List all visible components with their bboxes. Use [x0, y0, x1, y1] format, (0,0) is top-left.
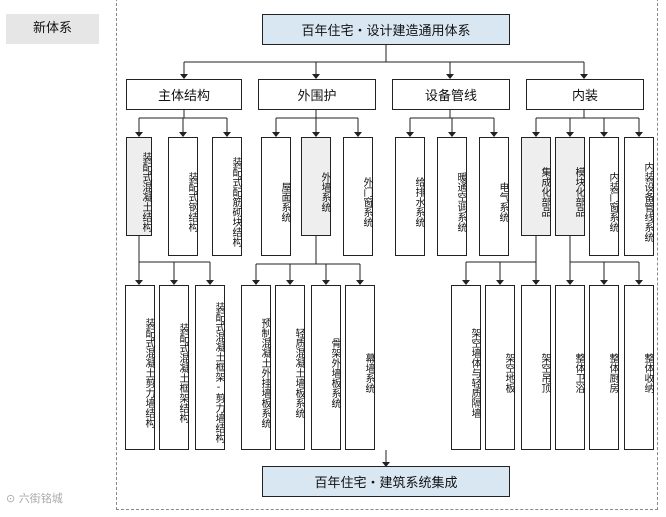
- node-interior-pipeline-system: 内装设备管线系统: [624, 137, 654, 256]
- node-exterior-wall-system: 外墙系统: [301, 137, 331, 236]
- node-prefab-masonry-structure: 装配式配筋砌块结构: [212, 137, 242, 256]
- watermark-logo: ⊙ 六街铭城: [6, 492, 63, 505]
- node-exterior-window-system: 外门窗系统: [343, 137, 373, 256]
- node-interior-window-system: 内装门窗系统: [589, 137, 619, 256]
- top-title: 百年住宅・设计建造通用体系: [262, 14, 510, 45]
- node-prefab-concrete-structure: 装配式混凝土结构: [126, 137, 152, 236]
- node-water-system: 给排水系统: [395, 137, 425, 256]
- node-integrated-parts: 集成化部品: [521, 137, 551, 236]
- system-frame: [116, 0, 658, 510]
- node-suspended-ceiling: 架空吊顶: [521, 285, 551, 450]
- node-precast-cladding-system: 预制混凝土外挂墙板系统: [241, 285, 271, 450]
- node-hvac-system: 暖通空调系统: [437, 137, 467, 256]
- node-frame-panel-system: 骨架外墙板系统: [311, 285, 341, 450]
- node-integrated-bathroom: 整体卫浴: [555, 285, 585, 450]
- node-raised-wall-partition: 架空墙体与轻质隔墙: [451, 285, 481, 450]
- node-shear-wall-structure: 装配式混凝土剪力墙结构: [125, 285, 155, 450]
- category-interior: 内装: [526, 79, 644, 110]
- node-frame-shear-wall-structure: 装配式混凝土框架-剪力墙结构: [195, 285, 225, 450]
- node-frame-structure: 装配式混凝土框架结构: [159, 285, 189, 450]
- bottom-title: 百年住宅・建筑系统集成: [262, 466, 510, 497]
- new-system-tag: 新体系: [6, 14, 99, 44]
- category-envelope: 外围护: [258, 79, 376, 110]
- node-integrated-storage: 整体收纳: [624, 285, 654, 450]
- watermark-icon: ⊙: [6, 492, 16, 505]
- category-equipment-pipelines: 设备管线: [392, 79, 510, 110]
- category-main-structure: 主体结构: [126, 79, 242, 110]
- node-modular-parts: 模块化部品: [555, 137, 585, 236]
- node-prefab-steel-structure: 装配式钢结构: [168, 137, 198, 256]
- node-curtain-wall-system: 幕墙系统: [345, 285, 375, 450]
- node-light-concrete-panel-system: 轻质混凝土墙板系统: [275, 285, 305, 450]
- node-raised-floor: 架空地板: [485, 285, 515, 450]
- node-electrical-system: 电气系统: [479, 137, 509, 256]
- node-integrated-kitchen: 整体厨房: [589, 285, 619, 450]
- node-roof-system: 屋面系统: [261, 137, 291, 256]
